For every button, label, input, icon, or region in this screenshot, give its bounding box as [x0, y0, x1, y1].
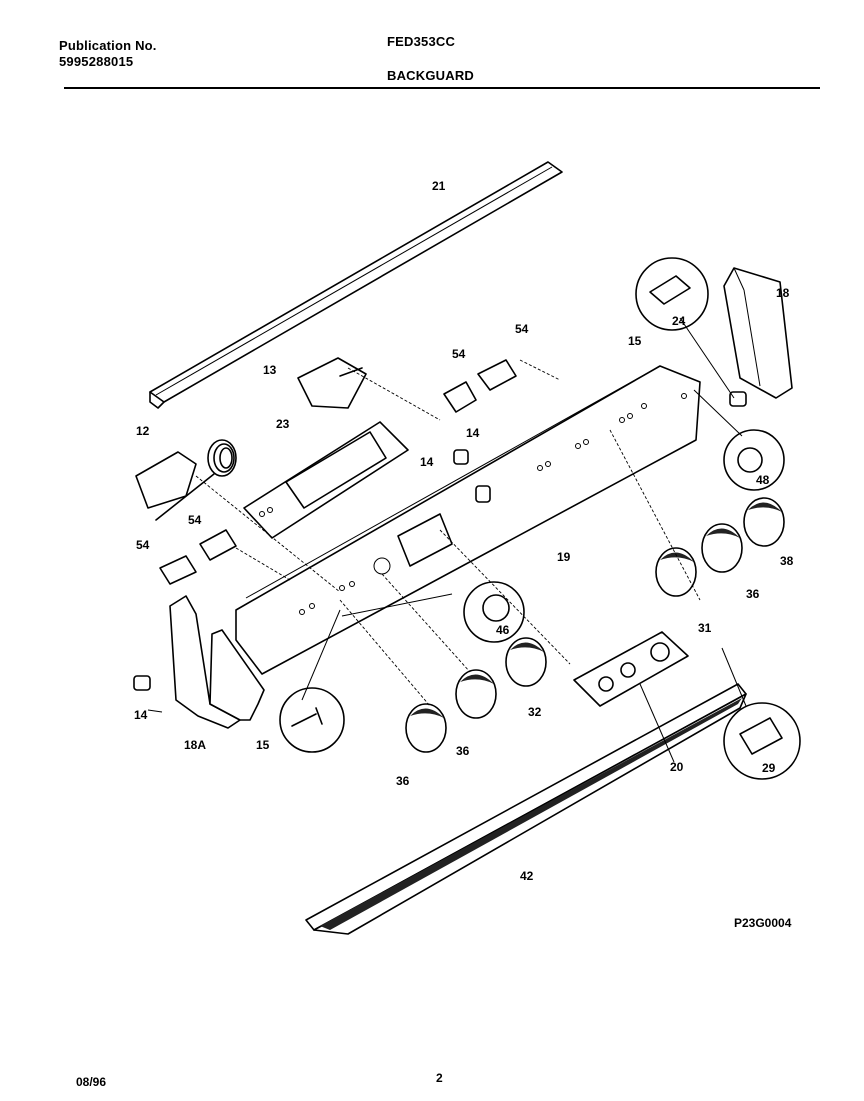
callout-23: 23 [276, 417, 290, 431]
part-13-switch [297, 357, 367, 409]
callout-46: 46 [496, 623, 510, 637]
part-19-control-panel [235, 365, 701, 675]
header-rule [64, 87, 820, 89]
part-21-top-trim [149, 161, 563, 409]
callout-36: 36 [396, 774, 410, 788]
callout-54: 54 [452, 347, 466, 361]
part-18-end-bracket [723, 267, 793, 399]
callout-24: 24 [672, 314, 686, 328]
callout-21: 21 [432, 179, 446, 193]
callout-13: 13 [263, 363, 277, 377]
callout-14: 14 [134, 708, 148, 722]
leader-lines [147, 317, 747, 763]
part-20-clock-timer [573, 631, 689, 707]
callout-15: 15 [628, 334, 642, 348]
callout-18: 18 [776, 286, 790, 300]
callout-36: 36 [746, 587, 760, 601]
callout-54: 54 [136, 538, 150, 552]
callout-18a: 18A [184, 738, 206, 752]
clip-parts [133, 359, 747, 691]
page-number: 2 [436, 1071, 443, 1085]
callout-12: 12 [136, 424, 150, 438]
callout-20: 20 [670, 760, 684, 774]
footer-date: 08/96 [76, 1075, 107, 1089]
detail-circles [279, 257, 801, 780]
callout-54: 54 [515, 322, 529, 336]
part-23-bracket [243, 421, 409, 539]
callout-54: 54 [188, 513, 202, 527]
callout-48: 48 [756, 473, 770, 487]
part-18a-end-bracket [169, 595, 265, 729]
callout-14: 14 [466, 426, 480, 440]
callout-42: 42 [520, 869, 534, 883]
model-number: FED353CC [387, 34, 456, 49]
callout-19: 19 [557, 550, 571, 564]
callout-38: 38 [780, 554, 794, 568]
knobs [405, 497, 785, 753]
drawing-id: P23G0004 [734, 916, 792, 930]
section-title: BACKGUARD [387, 68, 475, 83]
publication-label: Publication No. [59, 38, 157, 53]
callout-29: 29 [762, 761, 776, 775]
callout-36: 36 [456, 744, 470, 758]
publication-number: 5995288015 [59, 54, 134, 69]
callout-labels: 21 18 24 54 54 15 13 12 23 14 14 48 54 5… [134, 179, 794, 930]
part-12-thermostat [135, 439, 237, 521]
callout-31: 31 [698, 621, 712, 635]
part-42-bottom-trim [305, 683, 747, 935]
callout-15: 15 [256, 738, 270, 752]
callout-32: 32 [528, 705, 542, 719]
callout-14: 14 [420, 455, 434, 469]
